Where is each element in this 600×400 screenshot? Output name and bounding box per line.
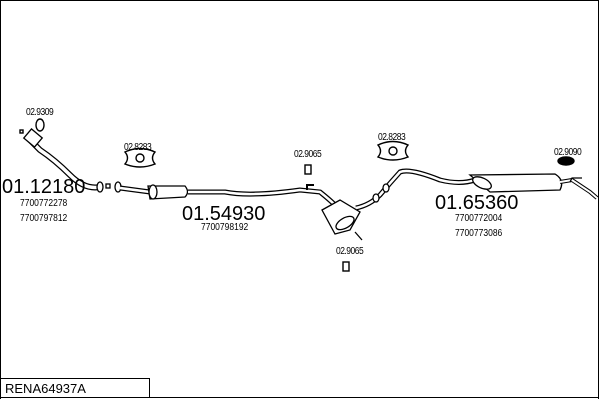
accessory-number: 02.9090: [554, 147, 582, 158]
accessory-number: 02.8283: [124, 142, 152, 153]
bottom-border: [150, 397, 598, 398]
clamp-icon: [342, 261, 350, 272]
bolt-icon: [19, 129, 24, 134]
part-number: 01.54930: [182, 203, 266, 225]
center-silencer: [147, 185, 189, 200]
part-number: 01.12180: [2, 176, 86, 198]
accessory-number: 02.8283: [378, 132, 406, 143]
rubber-mount-icon: [123, 147, 157, 168]
accessory-number: 02.9309: [26, 107, 54, 118]
ring-icon: [557, 156, 575, 166]
oe-number: 7700772004: [455, 213, 503, 224]
flange: [22, 127, 44, 149]
clamp-icon: [304, 164, 312, 175]
accessory-number: 02.9065: [336, 246, 364, 257]
oe-number: 7700797812: [20, 213, 68, 224]
gasket-icon: [35, 118, 45, 132]
oe-number: 7700772278: [20, 198, 68, 209]
accessory-number: 02.9065: [294, 149, 322, 160]
rubber-mount-icon: [376, 140, 410, 161]
oe-number: 7700798192: [201, 222, 249, 233]
oe-number: 7700773086: [455, 228, 503, 239]
part-number: 01.65360: [435, 192, 519, 214]
diagram-code: RENA64937A: [0, 378, 150, 398]
